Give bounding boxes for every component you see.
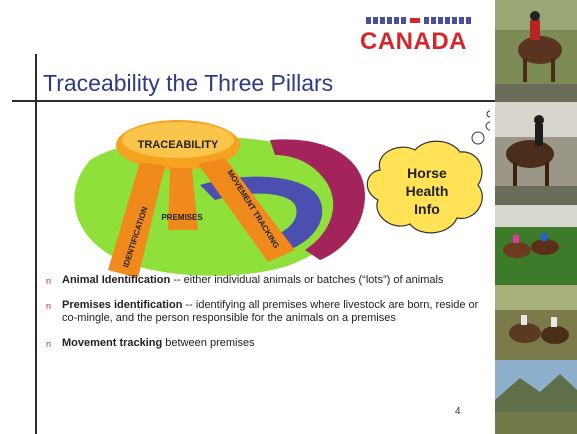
bubble-line-1: Horse	[407, 165, 447, 181]
bullet-item: n Premises identification -- identifying…	[40, 299, 480, 325]
movement-pillar	[198, 158, 295, 262]
maroon-arc-shape	[270, 139, 365, 260]
bullet-list: n Animal Identification -- either indivi…	[40, 274, 480, 362]
page-number: 4	[455, 406, 461, 417]
photo-dressage	[495, 102, 577, 186]
bubble-dot-3	[486, 110, 490, 118]
bullet-marker-icon: n	[46, 276, 52, 286]
bubble-dot-1	[471, 131, 485, 145]
premises-pillar	[168, 168, 198, 230]
equine-canada-logo: CANADA	[358, 16, 482, 64]
divider-horizontal	[12, 100, 495, 102]
logo-banner	[364, 16, 474, 25]
bullet-bold: Movement tracking	[62, 337, 163, 349]
premises-label: PREMISES	[161, 213, 203, 222]
photo-show-jumping	[495, 0, 577, 84]
logo-word: CANADA	[360, 28, 467, 55]
photo-polo	[495, 285, 577, 369]
photo-horse-racing	[495, 205, 577, 289]
bullet-marker-icon: n	[46, 301, 52, 311]
bullet-marker-icon: n	[46, 339, 52, 349]
bullet-text: between premises	[162, 337, 255, 349]
bubble-dot-2	[485, 121, 490, 131]
bullet-item: n Movement tracking between premises	[40, 337, 480, 350]
bullet-item: n Animal Identification -- either indivi…	[40, 274, 480, 287]
slide-title: Traceability the Three Pillars	[43, 70, 334, 96]
bullet-text: -- identifying all premises where livest…	[62, 299, 479, 324]
bullet-text: -- either individual animals or batches …	[170, 274, 444, 286]
bubble-line-3: Info	[414, 201, 440, 217]
divider-vertical	[35, 54, 37, 434]
identification-pillar	[108, 162, 165, 278]
photo-trail-riding	[495, 360, 577, 434]
bullet-bold: Animal Identification	[62, 274, 171, 286]
pillars-diagram: TRACEABILITY IDENTIFICATION PREMISES MOV…	[74, 110, 490, 278]
traceability-label: TRACEABILITY	[138, 139, 219, 151]
bullet-bold: Premises identification	[62, 299, 183, 311]
thought-bubble	[366, 140, 483, 234]
horse-photo-strip	[495, 0, 577, 434]
bubble-line-2: Health	[406, 183, 449, 199]
